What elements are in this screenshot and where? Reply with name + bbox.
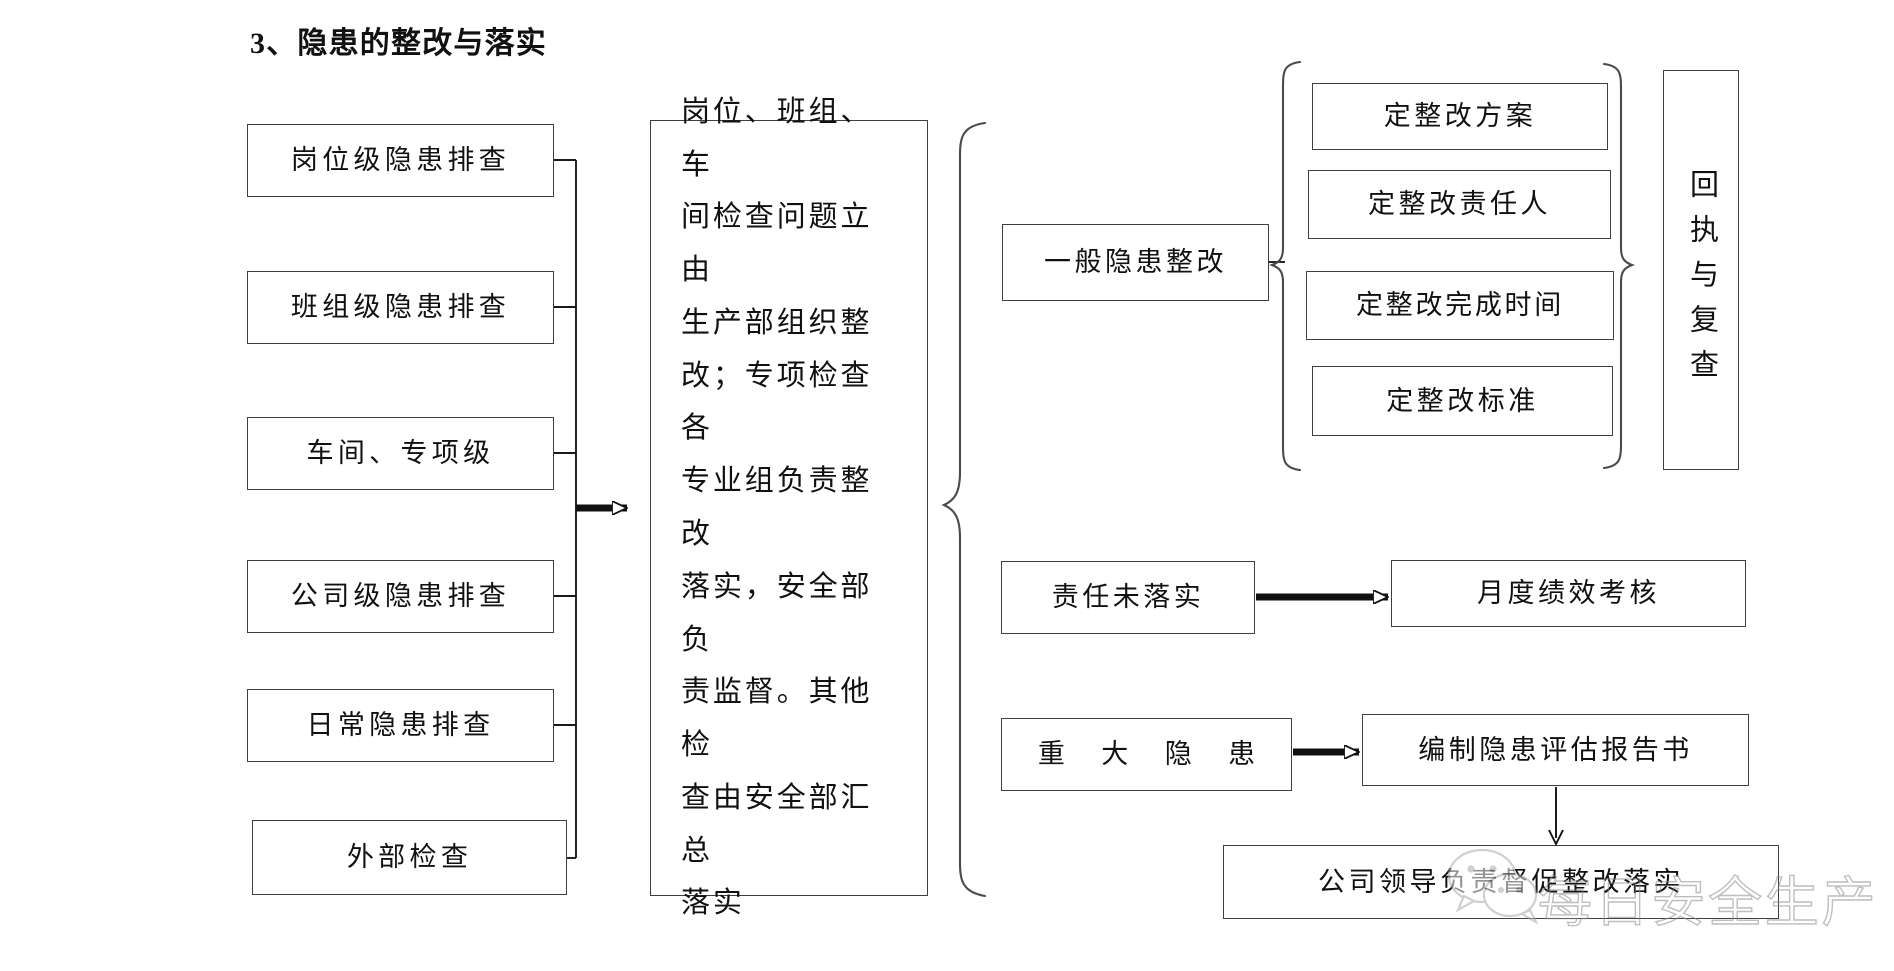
- detail-box-rectification-standard[interactable]: 定整改标准: [1312, 366, 1613, 436]
- left-item-company-level[interactable]: 公司级隐患排查: [247, 560, 554, 633]
- center-line-1: 岗位、班组、车: [681, 95, 873, 181]
- left-item-post-level[interactable]: 岗位级隐患排查: [247, 124, 554, 197]
- page-title: 3、隐患的整改与落实: [250, 27, 547, 60]
- left-collector-lines: [554, 159, 577, 859]
- center-line-5: 专业组负责整改: [681, 465, 873, 550]
- responsibility-not-implemented-box[interactable]: 责任未落实: [1001, 561, 1255, 634]
- hazard-assessment-report-box[interactable]: 编制隐患评估报告书: [1362, 714, 1749, 786]
- detail-box-responsible-person[interactable]: 定整改责任人: [1308, 170, 1611, 239]
- center-line-8: 查由安全部汇总: [681, 781, 873, 867]
- center-line-4: 改；专项检查各: [681, 359, 873, 445]
- left-item-external-inspection[interactable]: 外部检查: [252, 820, 567, 895]
- center-line-3: 生产部组织整: [681, 306, 873, 339]
- center-process-box[interactable]: 岗位、班组、车 间检查问题立由 生产部组织整 改；专项检查各 专业组负责整改 落…: [650, 96, 928, 919]
- detail-box-rectification-plan[interactable]: 定整改方案: [1312, 83, 1608, 150]
- company-leader-supervision-box[interactable]: 公司领导负责督促整改落实: [1223, 845, 1779, 919]
- arrow-report-to-company-leader: [1548, 787, 1564, 847]
- detail-box-completion-time[interactable]: 定整改完成时间: [1306, 271, 1614, 340]
- center-line-7: 责监督。其他检: [681, 676, 873, 762]
- center-line-6: 落实，安全部负: [681, 570, 873, 656]
- brace-center-to-right: [941, 121, 987, 898]
- major-hazard-box[interactable]: 重 大 隐 患: [1001, 718, 1292, 791]
- left-item-team-level[interactable]: 班组级隐患排查: [247, 271, 554, 344]
- left-item-workshop-special-level[interactable]: 车间、专项级: [247, 417, 554, 490]
- brace-details-left: [1269, 60, 1302, 472]
- center-line-2: 间检查问题立由: [681, 201, 873, 287]
- monthly-performance-review-box[interactable]: 月度绩效考核: [1391, 560, 1746, 627]
- center-line-9: 落实: [681, 887, 745, 920]
- left-item-daily-inspection[interactable]: 日常隐患排查: [247, 689, 554, 762]
- receipt-and-review-box[interactable]: 回执与复查: [1663, 70, 1739, 470]
- general-hazard-rectification-box[interactable]: 一般隐患整改: [1002, 224, 1269, 301]
